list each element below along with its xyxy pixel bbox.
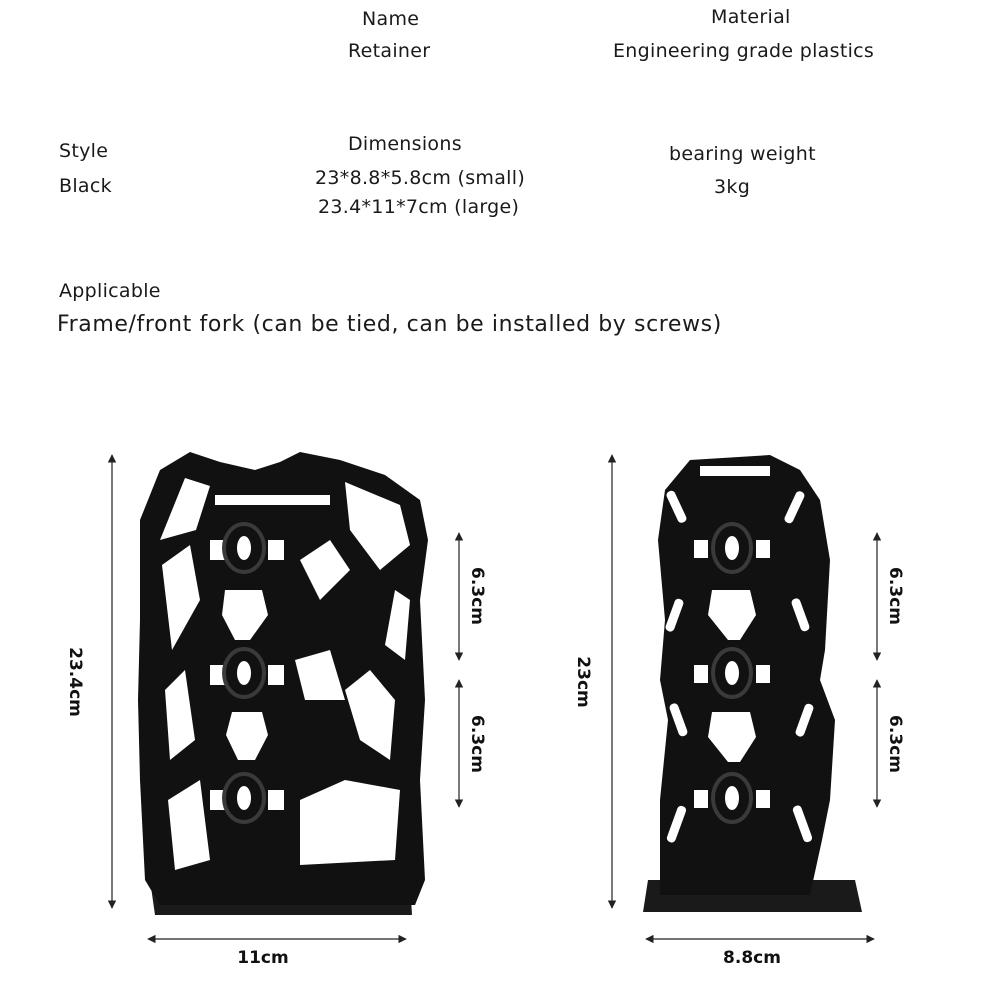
large-lower-spacing-label: 6.3cm: [467, 715, 487, 773]
name-value: Retainer: [348, 40, 431, 62]
small-height-label: 23cm: [573, 656, 593, 707]
style-value: Black: [59, 175, 112, 197]
large-width-label: 11cm: [237, 948, 288, 968]
material-value: Engineering grade plastics: [613, 40, 875, 62]
style-label: Style: [59, 140, 109, 162]
bearing-weight-label: bearing weight: [669, 143, 816, 165]
bearing-weight-value: 3kg: [714, 176, 751, 198]
large-height-label: 23.4cm: [65, 647, 85, 717]
material-label: Material: [711, 6, 791, 28]
name-label: Name: [362, 8, 420, 30]
applicable-label: Applicable: [59, 280, 161, 302]
small-upper-spacing-label: 6.3cm: [885, 567, 905, 625]
applicable-value: Frame/front fork (can be tied, can be in…: [57, 312, 722, 337]
dimensions-label: Dimensions: [348, 133, 462, 155]
dimensions-small: 23*8.8*5.8cm (small): [315, 167, 526, 189]
small-lower-spacing-label: 6.3cm: [885, 715, 905, 773]
large-upper-spacing-label: 6.3cm: [467, 567, 487, 625]
dimensions-large: 23.4*11*7cm (large): [318, 196, 520, 218]
small-width-label: 8.8cm: [723, 948, 781, 968]
small-bottle-cage: [643, 455, 862, 912]
large-bottle-cage: [138, 452, 428, 915]
